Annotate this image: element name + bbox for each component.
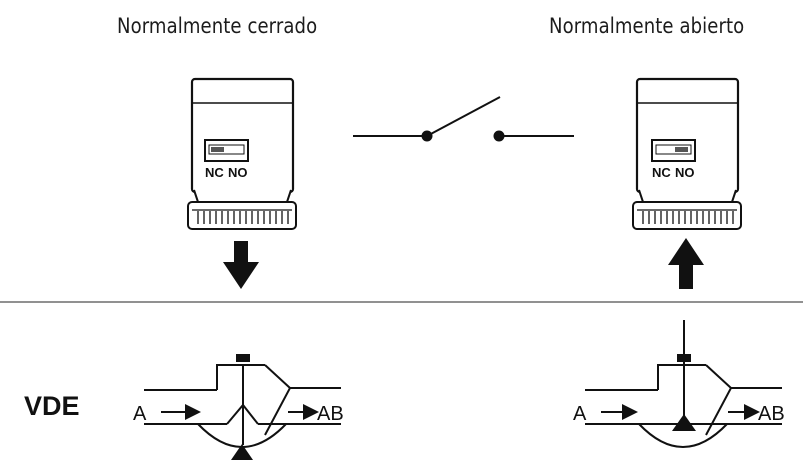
valve-left-outlet-label: AB xyxy=(317,403,344,425)
arrow-down-icon xyxy=(223,241,259,289)
open-switch-icon xyxy=(353,96,574,142)
valve-left xyxy=(144,354,341,460)
heading-normally-open: Normalmente abierto xyxy=(549,14,745,38)
heading-normally-closed: Normalmente cerrado xyxy=(117,14,318,38)
actuator-left-ribs xyxy=(197,211,289,224)
actuator-right: NC NO xyxy=(632,77,742,230)
actuator-right-no-label: NO xyxy=(675,165,695,180)
switch-slider-right xyxy=(675,147,688,152)
valve-left-inlet-label: A xyxy=(133,403,147,425)
actuator-right-ribs xyxy=(642,211,734,224)
valve-type-label: VDE xyxy=(24,391,80,421)
valve-right-outlet-label: AB xyxy=(758,403,785,425)
arrow-up-icon xyxy=(668,238,704,289)
actuator-left: NC NO xyxy=(187,77,297,230)
valve-right-inlet-label: A xyxy=(573,403,587,425)
actuator-right-nc-label: NC xyxy=(652,165,671,180)
actuator-left-nc-label: NC xyxy=(205,165,224,180)
switch-slider-left xyxy=(211,147,224,152)
valve-right xyxy=(585,320,782,448)
actuator-left-no-label: NO xyxy=(228,165,248,180)
